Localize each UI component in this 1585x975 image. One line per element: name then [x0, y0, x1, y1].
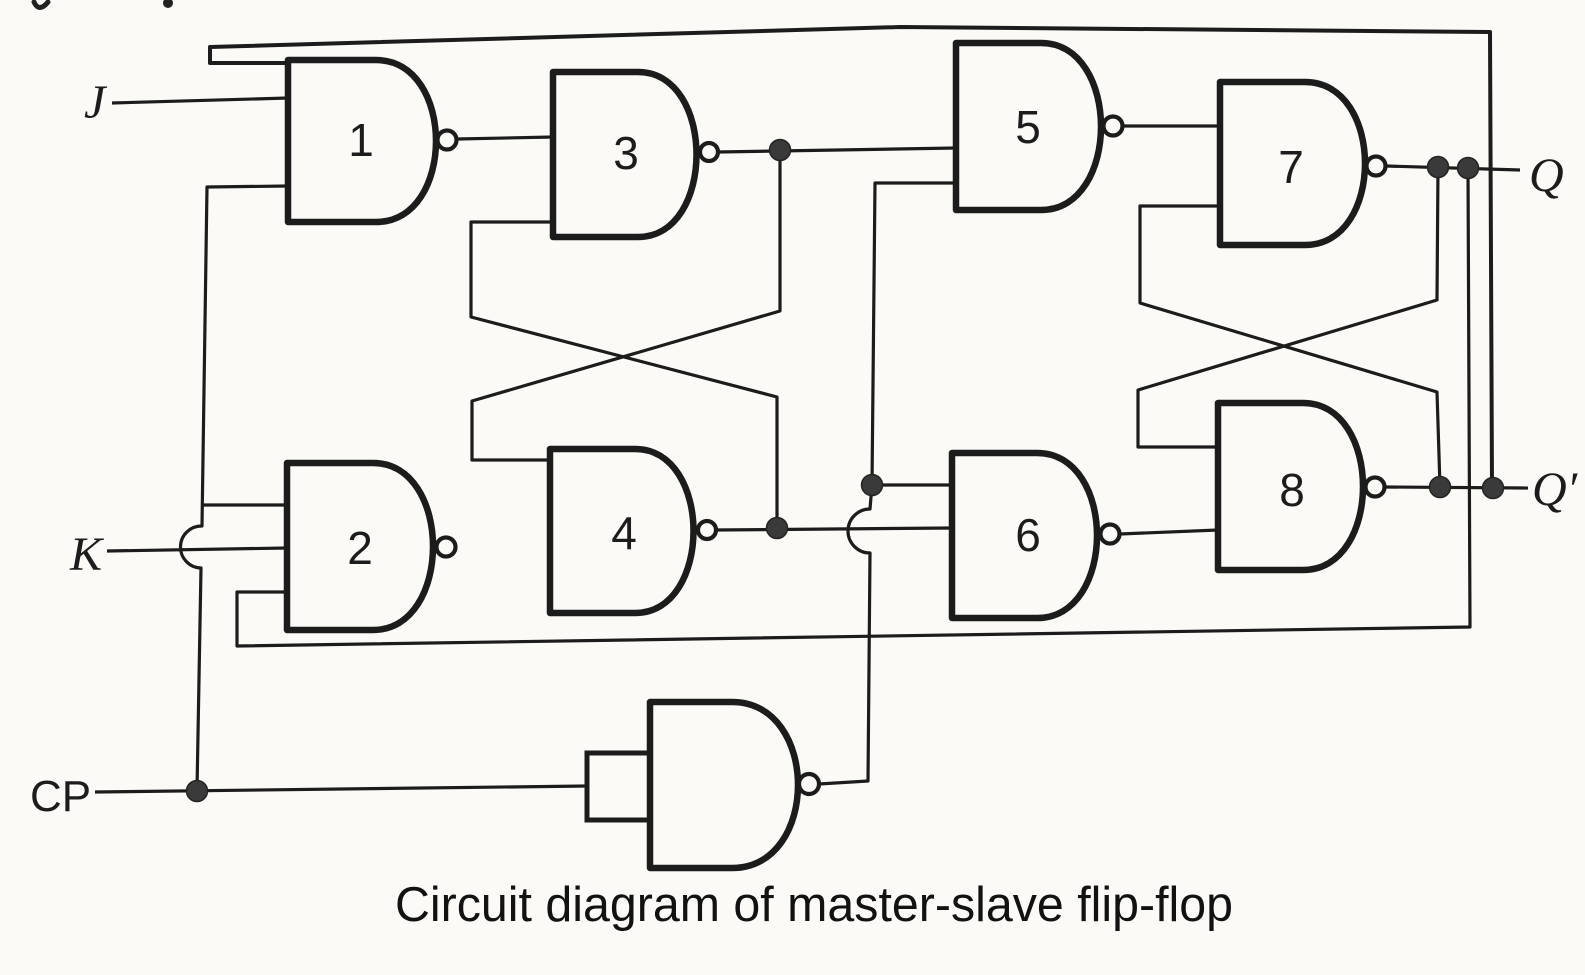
- wire-cpbar-rail: [818, 181, 956, 786]
- gate-body: [952, 39, 1105, 214]
- gate-label: 7: [1278, 141, 1304, 193]
- inverter-bubble: [697, 140, 721, 164]
- gate-body: [283, 459, 437, 634]
- output-label-q-prime: Q′: [1532, 463, 1579, 516]
- wire-gate4-to-gate6: [715, 526, 953, 532]
- nand-gate-6: 6: [948, 449, 1122, 622]
- wire-k-input: [106, 546, 288, 553]
- gate-body: [1216, 78, 1369, 249]
- wire-gate6-to-gate8: [1119, 528, 1219, 536]
- nand-gate-clock-inverter: [584, 698, 822, 872]
- gate-label: 4: [611, 507, 637, 559]
- wire-cp-input: [94, 784, 588, 794]
- gate-label: 1: [348, 114, 374, 166]
- figure-caption: Circuit diagram of master-slave flip-flo…: [395, 878, 1233, 932]
- gate-label: 5: [1015, 101, 1041, 153]
- junction-dot-qprime-cross: [1428, 475, 1452, 499]
- inverter-bubble: [1098, 522, 1122, 546]
- wire-gate4-cross-to-gate3: [469, 220, 779, 528]
- inverter-bubble: [1364, 154, 1388, 178]
- junction-dot-q-feedback: [1456, 156, 1480, 180]
- wire-qprime-feedback-to-gate1: [208, 25, 1494, 488]
- wire-qprime-output: [1384, 485, 1529, 490]
- output-label-q: Q: [1529, 149, 1564, 202]
- nand-gate-7: 7: [1216, 78, 1388, 249]
- wire-gate3-cross-to-gate4: [470, 150, 782, 462]
- gate-body: [1214, 399, 1367, 574]
- gate-label: 2: [347, 522, 373, 574]
- nand-gate-8: 8: [1214, 399, 1387, 574]
- wire-gate3-to-gate5: [717, 146, 957, 154]
- inverter-bubble: [796, 771, 822, 797]
- nand-gate-5: 5: [952, 39, 1125, 214]
- gate-label: 8: [1279, 464, 1305, 516]
- input-label-k: K: [69, 528, 105, 581]
- junction-dot-gate4-out: [765, 516, 789, 540]
- junction-dot-gate3-out: [768, 138, 792, 162]
- wire-qprime-cross-to-gate7: [1138, 204, 1442, 488]
- gate-body: [546, 445, 697, 617]
- scan-artifact: [163, 0, 173, 8]
- wire-q-output: [1385, 164, 1521, 172]
- nand-gate-1: 1: [284, 56, 459, 226]
- junction-dot-cpbar: [860, 473, 884, 497]
- nand-gate-4: 4: [546, 445, 719, 617]
- junction-dot-q-cross: [1426, 155, 1450, 179]
- gate-body: [948, 449, 1101, 622]
- junction-dot-qprime-feedback: [1481, 476, 1505, 500]
- nand-gate-2: 2: [283, 459, 458, 634]
- gate-label: 3: [613, 127, 639, 179]
- input-label-j: J: [84, 76, 108, 129]
- inverter-bubble: [1101, 114, 1125, 138]
- wire-j-input: [111, 96, 289, 105]
- inverter-bubble: [434, 535, 458, 559]
- wire-q-cross-to-gate8: [1136, 166, 1440, 449]
- inverter-bubble: [435, 128, 459, 152]
- wire-cp-rail: [178, 184, 289, 791]
- inverter-bubble: [1363, 475, 1387, 499]
- wire-q-feedback-to-gate2: [235, 167, 1472, 648]
- inverter-bubble: [695, 518, 719, 542]
- gate-body: [646, 698, 802, 872]
- junction-dot-cp: [185, 779, 209, 803]
- gate-body: [284, 56, 440, 226]
- gate-body: [549, 68, 700, 241]
- tied-input-box: [584, 750, 653, 823]
- input-label-cp: CP: [30, 772, 91, 821]
- wire-gate1-to-gate3: [456, 135, 554, 141]
- scan-artifact: [31, 0, 51, 10]
- gate-label: 6: [1015, 509, 1041, 561]
- nand-gate-3: 3: [549, 68, 721, 241]
